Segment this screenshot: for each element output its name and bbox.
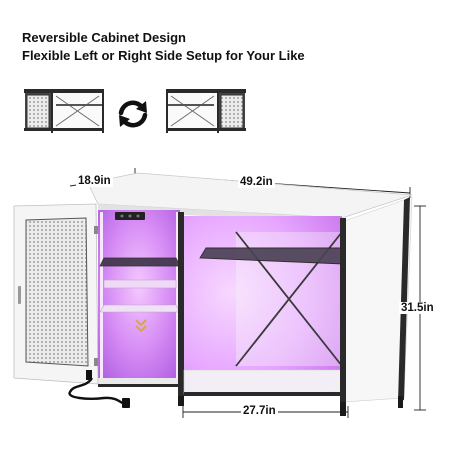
inner-width-label: 27.7in <box>241 405 278 417</box>
rotate-arrows-icon <box>118 100 148 128</box>
headline-line-1: Reversible Cabinet Design <box>22 30 186 45</box>
headline-line-2: Flexible Left or Right Side Setup for Yo… <box>22 48 305 63</box>
height-label: 31.5in <box>399 302 436 314</box>
depth-label: 18.9in <box>76 175 113 187</box>
thumbnail-right-setup <box>166 89 246 133</box>
width-label: 49.2in <box>238 176 275 188</box>
cabinet <box>13 172 413 416</box>
thumbnail-left-setup <box>24 89 104 133</box>
